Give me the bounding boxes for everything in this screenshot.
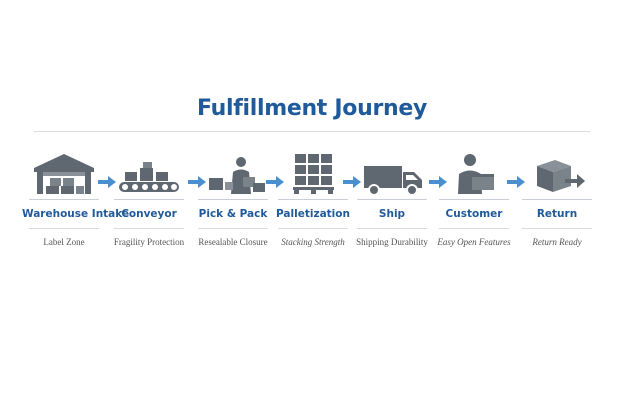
- arrow-right-icon: [188, 176, 206, 188]
- arrow-right-icon: [266, 176, 284, 188]
- stage-conveyor: Conveyor Fragility Protection: [107, 150, 191, 247]
- stage-note: Easy Open Features: [437, 237, 511, 247]
- stage-divider: [357, 199, 427, 200]
- stage-name: Pick & Pack: [198, 208, 268, 220]
- stage-note: Stacking Strength: [281, 237, 345, 247]
- stage-divider: [522, 199, 592, 200]
- pallet-icon: [293, 154, 334, 194]
- arrow-right-icon: [98, 176, 116, 188]
- stage-name: Conveyor: [121, 208, 177, 220]
- stage-palletization: Palletization Stacking Strength: [271, 150, 355, 247]
- stage-divider: [114, 228, 184, 229]
- page-title: Fulfillment Journey: [196, 96, 428, 121]
- warehouse-icon: [34, 154, 94, 194]
- stage-divider: [198, 199, 268, 200]
- stage-divider: [29, 199, 99, 200]
- stage-divider: [522, 228, 592, 229]
- customer-icon: [458, 154, 494, 194]
- packer-icon: [209, 157, 265, 194]
- stage-name: Customer: [445, 208, 503, 220]
- stage-name: Warehouse Intake: [22, 208, 130, 220]
- stage-note: Resealable Closure: [198, 237, 268, 247]
- stage-note: Label Zone: [43, 237, 85, 247]
- stage-return: Return Return Ready: [515, 150, 599, 247]
- stage-pick-pack: Pick & Pack Resealable Closure: [191, 150, 275, 247]
- stage-name: Return: [536, 208, 578, 220]
- stage-divider: [198, 228, 268, 229]
- return-box-icon: [537, 160, 585, 192]
- stage-divider: [278, 228, 348, 229]
- stage-ship: Ship Shipping Durability: [350, 150, 434, 247]
- stage-note: Fragility Protection: [113, 237, 185, 247]
- stage-divider: [357, 228, 427, 229]
- stage-name: Palletization: [276, 208, 350, 220]
- stage-name: Ship: [378, 208, 406, 220]
- arrow-right-icon: [429, 176, 447, 188]
- stage-note: Return Ready: [532, 237, 582, 247]
- stage-divider: [439, 228, 509, 229]
- truck-icon: [364, 166, 422, 196]
- stage-divider: [29, 228, 99, 229]
- arrow-right-icon: [343, 176, 361, 188]
- title-divider: [34, 131, 590, 132]
- conveyor-icon: [119, 162, 179, 192]
- arrow-right-icon: [507, 176, 525, 188]
- stage-customer: Customer Easy Open Features: [432, 150, 516, 247]
- stage-note: Shipping Durability: [356, 237, 428, 247]
- stage-warehouse-intake: Warehouse Intake Label Zone: [22, 150, 130, 247]
- stage-divider: [114, 199, 184, 200]
- stage-divider: [439, 199, 509, 200]
- stage-divider: [278, 199, 348, 200]
